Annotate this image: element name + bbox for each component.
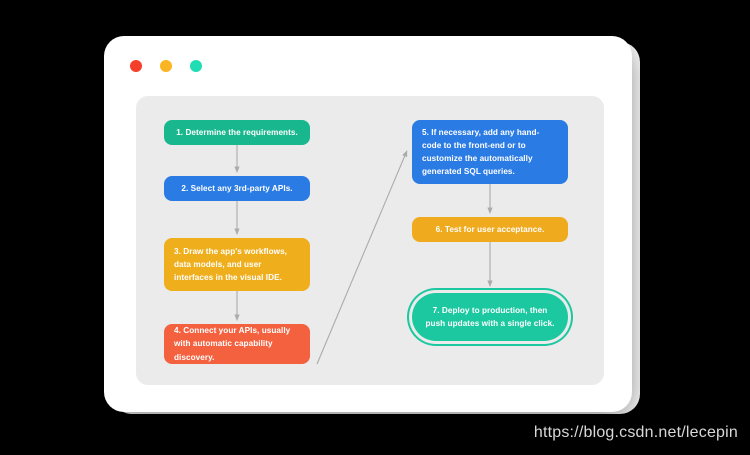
maximize-icon[interactable]: [190, 60, 202, 72]
connector-4-5: [316, 150, 408, 365]
flow-connectors: [234, 145, 493, 365]
browser-window: 1. Determine the requirements. 2. Select…: [104, 36, 632, 412]
flow-node-step-7[interactable]: 7. Deploy to production, then push updat…: [412, 293, 568, 341]
flowchart: 1. Determine the requirements. 2. Select…: [136, 96, 604, 385]
flow-node-step-6[interactable]: 6. Test for user acceptance.: [412, 217, 568, 242]
close-icon[interactable]: [130, 60, 142, 72]
flow-node-step-1[interactable]: 1. Determine the requirements.: [164, 120, 310, 145]
minimize-icon[interactable]: [160, 60, 172, 72]
flow-node-step-4[interactable]: 4. Connect your APIs, usually with autom…: [164, 324, 310, 364]
diagram-panel: 1. Determine the requirements. 2. Select…: [136, 96, 604, 385]
flow-node-step-3[interactable]: 3. Draw the app's workflows, data models…: [164, 238, 310, 291]
watermark-text: https://blog.csdn.net/lecepin: [533, 424, 738, 441]
window-traffic-lights: [130, 60, 202, 72]
flow-node-step-5[interactable]: 5. If necessary, add any hand-code to th…: [412, 120, 568, 184]
flow-node-step-2[interactable]: 2. Select any 3rd-party APIs.: [164, 176, 310, 201]
